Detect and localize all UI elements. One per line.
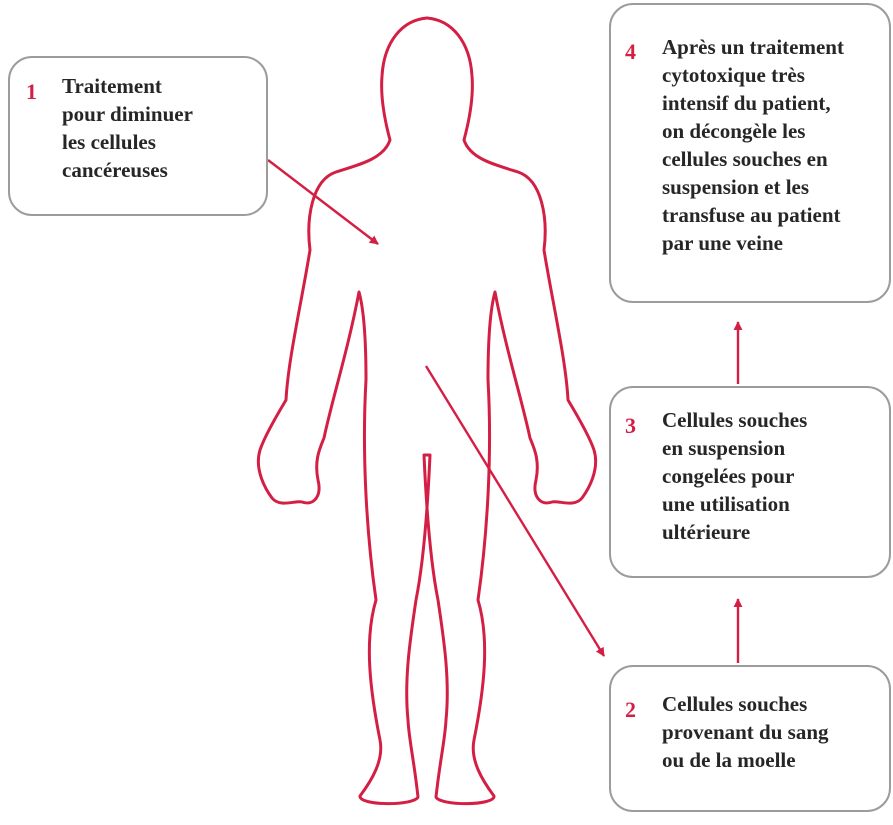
- step-3-box: 3 Cellules souches en suspension congelé…: [609, 386, 891, 578]
- step-4-box: 4 Après un traitement cytotoxique très i…: [609, 3, 891, 303]
- step-1-box: 1 Traitement pour diminuer les cellules …: [8, 56, 268, 216]
- step-2-text: Cellules souches provenant du sang ou de…: [662, 690, 829, 774]
- step-3-text: Cellules souches en suspension congelées…: [662, 406, 807, 546]
- step-2-number: 2: [625, 696, 636, 724]
- step-1-text: Traitement pour diminuer les cellules ca…: [62, 72, 193, 184]
- step-3-number: 3: [625, 412, 636, 440]
- step-1-number: 1: [26, 78, 37, 106]
- arrow-body-to-step2: [426, 366, 604, 656]
- human-body-outline: [258, 18, 595, 804]
- step-2-box: 2 Cellules souches provenant du sang ou …: [609, 665, 891, 812]
- step-4-text: Après un traitement cytotoxique très int…: [662, 33, 844, 257]
- step-4-number: 4: [625, 38, 636, 66]
- arrow-step1-to-body: [268, 160, 378, 244]
